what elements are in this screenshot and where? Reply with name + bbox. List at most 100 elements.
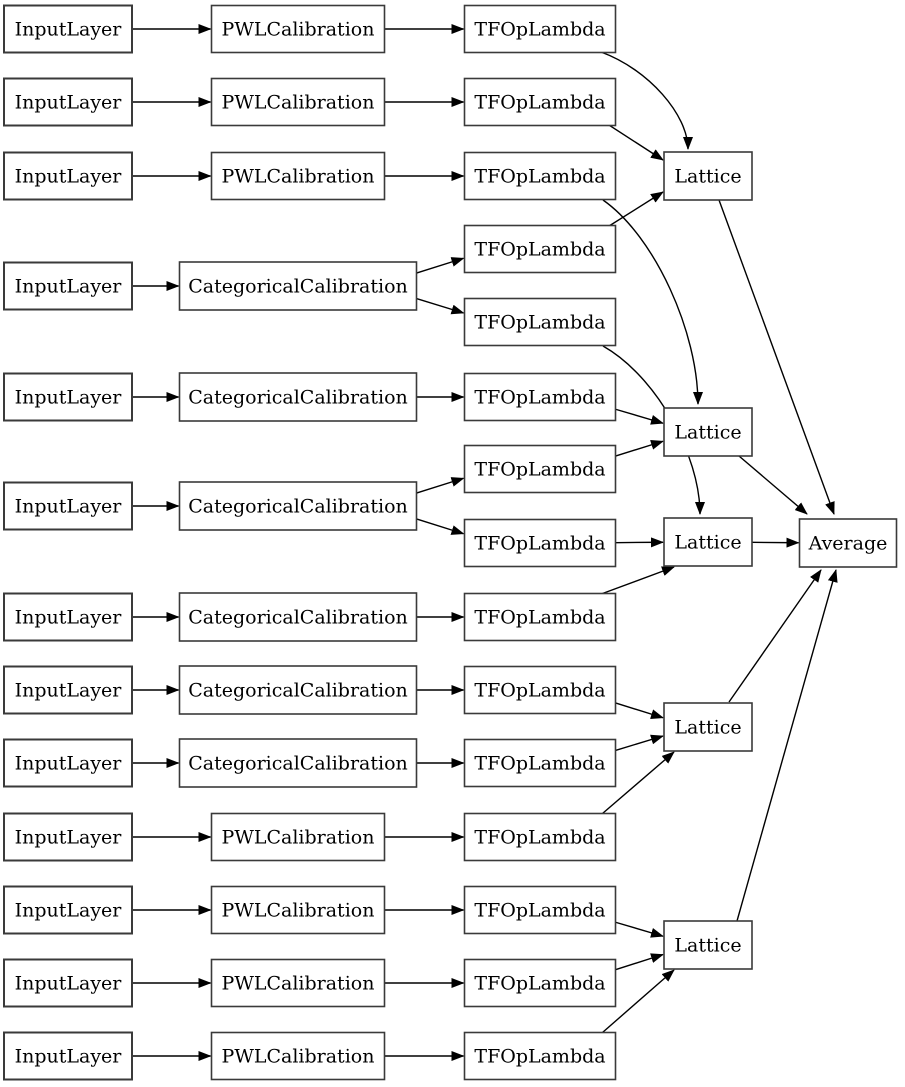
node-in6: InputLayer [3, 481, 133, 531]
node-box-input [3, 592, 133, 642]
edge-lat4-avg [728, 569, 822, 703]
node-box-lattice [663, 702, 753, 752]
node-label: CategoricalCalibration [188, 607, 408, 629]
node-in11: InputLayer [3, 885, 133, 935]
node-lam13: TFOpLambda [463, 885, 617, 935]
node-box-lambda [463, 224, 617, 274]
node-lam4: TFOpLambda [463, 224, 617, 274]
node-box-lambda [463, 518, 617, 568]
node-label: InputLayer [15, 753, 123, 775]
node-cat4: CategoricalCalibration [178, 261, 418, 311]
node-label: Lattice [674, 717, 741, 739]
node-lam14: TFOpLambda [463, 958, 617, 1008]
node-in4: InputLayer [3, 261, 133, 311]
node-box-lattice [663, 920, 753, 970]
edge-lat2-avg [738, 455, 808, 515]
node-lat1: Lattice [663, 151, 753, 201]
node-box-lambda [463, 372, 617, 422]
node-lam9: TFOpLambda [463, 592, 617, 642]
node-label: Lattice [674, 166, 741, 188]
node-label: TFOpLambda [474, 900, 605, 922]
node-in2: InputLayer [3, 77, 133, 127]
node-label: InputLayer [15, 680, 123, 702]
node-box-input [3, 372, 133, 422]
node-in7: InputLayer [3, 592, 133, 642]
edge-cat6-lam8 [416, 518, 465, 535]
node-label: InputLayer [15, 92, 123, 114]
node-pwl12: PWLCalibration [210, 958, 386, 1008]
node-lam6: TFOpLambda [463, 372, 617, 422]
node-in12: InputLayer [3, 958, 133, 1008]
node-box-calib [210, 812, 386, 862]
node-box-calib [210, 1031, 386, 1081]
node-label: TFOpLambda [474, 387, 605, 409]
node-box-input [3, 261, 133, 311]
edge-lat1-avg [718, 199, 835, 515]
node-in3: InputLayer [3, 151, 133, 201]
edge-lam14-lat5 [615, 953, 664, 971]
node-lat2: Lattice [663, 407, 753, 457]
node-box-lambda [463, 4, 617, 54]
node-label: TFOpLambda [474, 973, 605, 995]
node-label: TFOpLambda [474, 459, 605, 481]
nodes-layer: InputLayerInputLayerInputLayerInputLayer… [3, 4, 898, 1081]
node-box-calib [210, 885, 386, 935]
node-pwl11: PWLCalibration [210, 885, 386, 935]
node-box-lambda [463, 738, 617, 788]
node-cat5: CategoricalCalibration [178, 372, 418, 422]
node-box-lambda [463, 1031, 617, 1081]
node-pwl10: PWLCalibration [210, 812, 386, 862]
node-box-output [798, 518, 898, 568]
node-label: Lattice [674, 935, 741, 957]
edge-lam1-lat1 [600, 51, 693, 150]
node-box-calib [210, 151, 386, 201]
node-label: InputLayer [15, 973, 123, 995]
node-box-calib [178, 665, 418, 715]
node-box-calib [178, 261, 418, 311]
edge-lam11-lat4 [615, 734, 664, 752]
node-box-lattice [663, 407, 753, 457]
node-box-lambda [463, 665, 617, 715]
edges-layer [132, 24, 838, 1061]
node-label: TFOpLambda [474, 239, 605, 261]
edge-lam10-lat4 [615, 702, 664, 719]
edge-lam9-lat3 [602, 566, 675, 595]
node-label: InputLayer [15, 166, 123, 188]
node-lam10: TFOpLambda [463, 665, 617, 715]
node-in5: InputLayer [3, 372, 133, 422]
node-lat4: Lattice [663, 702, 753, 752]
node-box-calib [178, 372, 418, 422]
node-label: InputLayer [15, 387, 123, 409]
node-label: TFOpLambda [474, 312, 605, 334]
node-box-input [3, 958, 133, 1008]
node-label: InputLayer [15, 827, 123, 849]
edge-cat4-lam4 [416, 257, 465, 274]
node-cat9: CategoricalCalibration [178, 738, 418, 788]
node-label: Average [808, 533, 888, 555]
node-box-lambda [463, 444, 617, 494]
node-label: TFOpLambda [474, 827, 605, 849]
node-label: InputLayer [15, 19, 123, 41]
node-box-input [3, 77, 133, 127]
node-cat8: CategoricalCalibration [178, 665, 418, 715]
node-label: CategoricalCalibration [188, 276, 408, 298]
node-pwl1: PWLCalibration [210, 4, 386, 54]
node-in1: InputLayer [3, 4, 133, 54]
node-label: PWLCalibration [222, 92, 375, 114]
edge-lam7-lat2 [615, 440, 664, 457]
node-box-calib [178, 738, 418, 788]
node-label: TFOpLambda [474, 753, 605, 775]
node-label: TFOpLambda [474, 680, 605, 702]
node-box-lambda [463, 885, 617, 935]
node-box-input [3, 812, 133, 862]
node-box-lattice [663, 151, 753, 201]
node-label: PWLCalibration [222, 19, 375, 41]
node-label: CategoricalCalibration [188, 496, 408, 518]
node-in9: InputLayer [3, 738, 133, 788]
node-label: PWLCalibration [222, 973, 375, 995]
node-label: PWLCalibration [222, 900, 375, 922]
node-lam11: TFOpLambda [463, 738, 617, 788]
node-lam1: TFOpLambda [463, 4, 617, 54]
node-label: InputLayer [15, 607, 123, 629]
